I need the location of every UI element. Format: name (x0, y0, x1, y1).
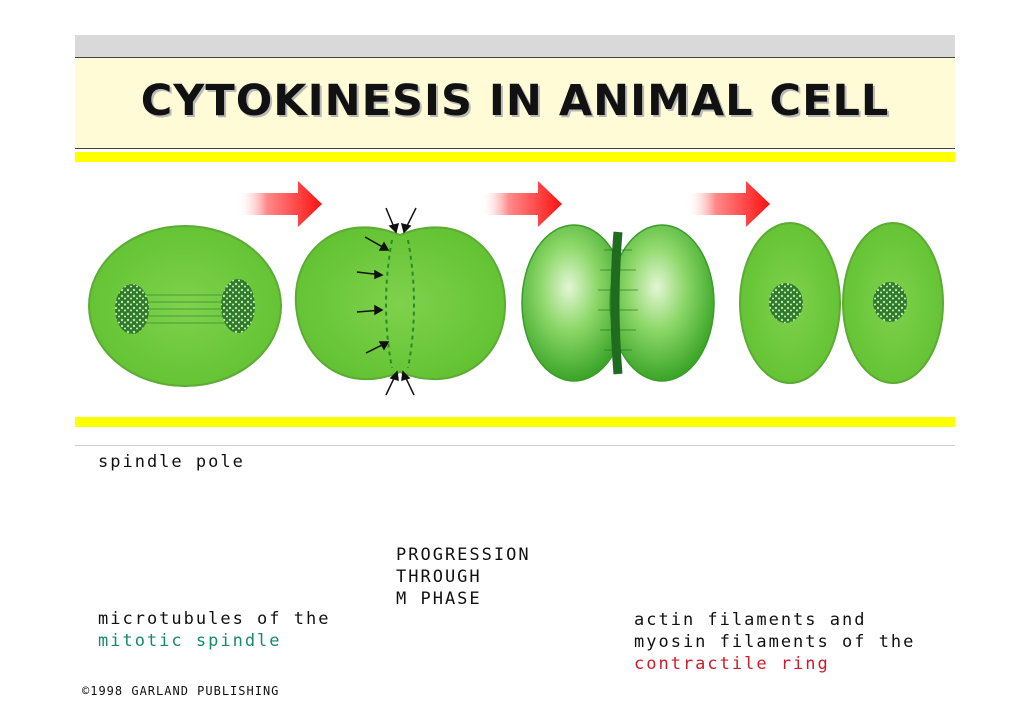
arrow-icon-2 (480, 181, 562, 227)
arrow-icon-3 (686, 181, 770, 227)
stage-4-daughter-cell-left (740, 223, 840, 383)
nucleus-left (769, 283, 803, 323)
label-microtubules-line2: mitotic spindle (98, 631, 282, 651)
label-progression-line3: M PHASE (396, 589, 482, 609)
arrow-icon-1 (237, 181, 322, 227)
label-progression-line1: PROGRESSION (396, 545, 531, 565)
yellow-stripe-bottom (75, 417, 955, 427)
stage-2-cell (296, 208, 505, 395)
label-microtubules-line1: microtubules of the (98, 609, 330, 629)
label-actin-line3: contractile ring (634, 654, 830, 674)
stage-1-cell (89, 226, 281, 386)
yellow-stripe-top (75, 152, 955, 162)
label-actin-line2: myosin filaments of the (634, 632, 915, 652)
label-actin-line1: actin filaments and (634, 610, 866, 630)
stage-3-cell (522, 225, 714, 381)
stage-4-daughter-cell-right (843, 223, 943, 383)
label-spindle-pole: spindle pole (98, 452, 245, 472)
chromosome-cluster-left (115, 284, 149, 334)
chromosome-cluster-right (221, 279, 255, 333)
nucleus-right (873, 282, 907, 322)
copyright-text: ©1998 GARLAND PUBLISHING (82, 684, 279, 698)
label-progression-line2: THROUGH (396, 567, 482, 587)
